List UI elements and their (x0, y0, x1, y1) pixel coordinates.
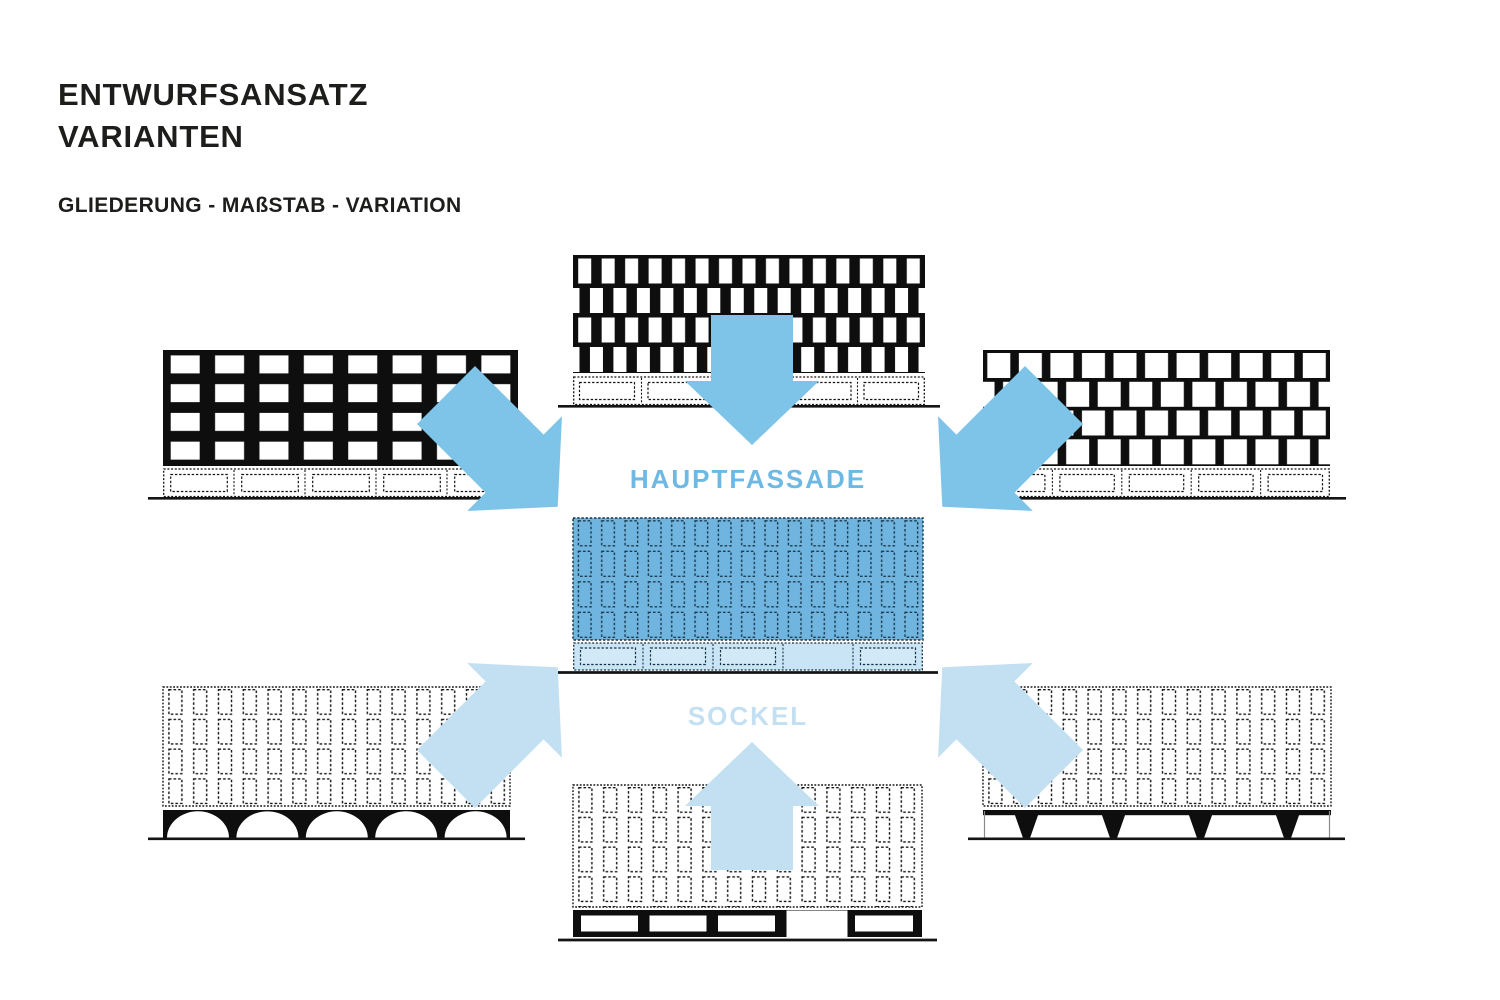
variant-base-arches (148, 686, 525, 841)
central-building-highlighted (558, 517, 938, 674)
page-title: ENTWURFSANSATZ VARIANTEN (58, 74, 368, 158)
tapered-columns-base-icon (983, 810, 1331, 838)
arrow-up-left-icon (938, 663, 1083, 808)
page-subtitle: GLIEDERUNG - MAßSTAB - VARIATION (58, 194, 462, 217)
plinth-dashed (163, 468, 518, 498)
arrow-down-icon (685, 315, 819, 445)
arrow-down-right-icon (417, 366, 562, 511)
main-facade-label: HAUPTFASSADE (629, 464, 867, 494)
facade-window-grid (573, 518, 923, 640)
arrow-up-icon (685, 742, 819, 870)
arrow-up-right-icon (417, 663, 562, 808)
arched-base-icon (163, 810, 510, 838)
solid-plinth-openings-base-icon (573, 910, 922, 938)
page-title-line1: ENTWURFSANSATZ (58, 77, 369, 112)
variant-base-solid-plinth (558, 784, 937, 942)
page-title-line2: VARIANTEN (58, 119, 244, 154)
arrow-down-left-icon (938, 366, 1083, 511)
variant-facade-vertical-windows (558, 255, 940, 408)
plinth-dashed (983, 468, 1330, 498)
base-label: SOCKEL (687, 701, 809, 731)
plinth-blue (573, 642, 923, 671)
